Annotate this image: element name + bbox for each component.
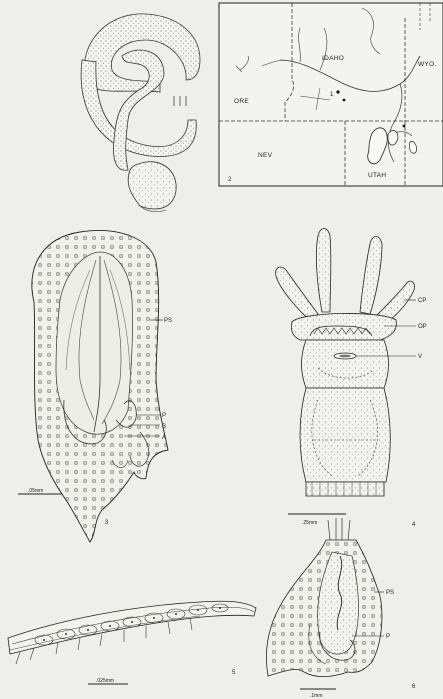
figure-number-4: 4 — [412, 522, 416, 528]
map-label-wyo: WYO. — [418, 61, 437, 68]
figure-6-drawing: PS P .1mm 6 — [266, 518, 416, 699]
figure-number-6: 6 — [412, 684, 416, 690]
fig3-scale-label: .05mm — [28, 488, 43, 494]
fig3-label-b: B — [162, 424, 166, 430]
figure-number-3: 3 — [105, 520, 109, 526]
map-label-nev: NEV — [258, 152, 273, 159]
fig4-label-cp: CP — [418, 298, 426, 304]
map-label-idaho: IDAHO — [322, 55, 344, 62]
figure-4-drawing: CP OP V .25mm 4 — [276, 229, 427, 529]
fig6-label-p: P — [386, 634, 390, 640]
fig3-label-a: A — [162, 435, 166, 441]
fig3-label-p: P — [162, 413, 166, 419]
fig4-scale-label: .25mm — [302, 520, 317, 526]
figure-3-drawing: PS P B A .05mm 3 — [18, 230, 172, 542]
figure-1-drawing — [81, 14, 200, 212]
fig4-label-v: V — [418, 354, 422, 360]
fig6-scale-label: .1mm — [310, 693, 323, 699]
fig6-label-ps: PS — [386, 590, 394, 596]
figure-number-5: 5 — [232, 670, 236, 676]
fig4-label-op: OP — [418, 324, 427, 330]
fig5-scale-label: .025mm — [96, 678, 114, 684]
map-label-ore: ORE — [234, 98, 249, 105]
map-label-utah: UTAH — [368, 172, 386, 179]
figure-2-map: 1 IDAHO ORE NEV UTAH WYO. 2 — [219, 3, 443, 186]
figure-5-drawing: .025mm 5 — [8, 601, 256, 684]
fig3-label-ps: PS — [164, 318, 172, 324]
